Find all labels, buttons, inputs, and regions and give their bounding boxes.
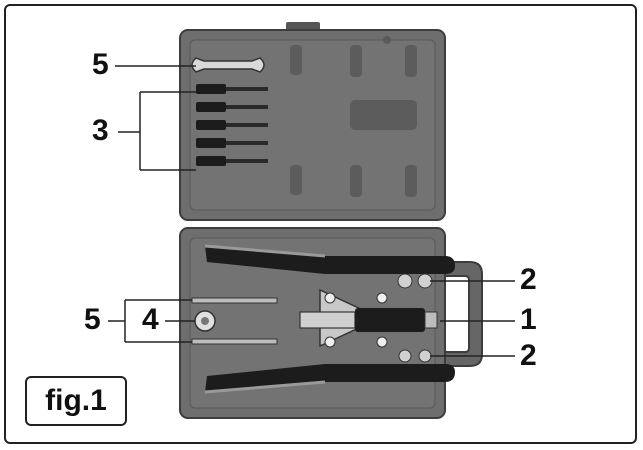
case-handle	[444, 261, 483, 367]
leader-lines	[108, 65, 515, 357]
callout-wrench: 5	[92, 48, 109, 81]
case-lid	[179, 22, 446, 221]
open-end-wrench	[191, 57, 265, 73]
figure-label: fig.1	[25, 376, 127, 426]
callout-nuts-top: 2	[520, 263, 537, 296]
rivet-tool	[204, 244, 455, 394]
callout-mandrels: 3	[92, 114, 109, 147]
mandrel-set	[196, 84, 268, 166]
callout-adapter: 4	[142, 303, 159, 336]
callout-rivet-tool: 1	[520, 303, 537, 336]
rivet-nuts-top	[397, 273, 433, 289]
callout-spanners: 5	[84, 303, 101, 336]
callout-nuts-bottom: 2	[520, 339, 537, 372]
adapter	[194, 310, 216, 332]
rivet-nuts-bottom	[398, 349, 432, 363]
